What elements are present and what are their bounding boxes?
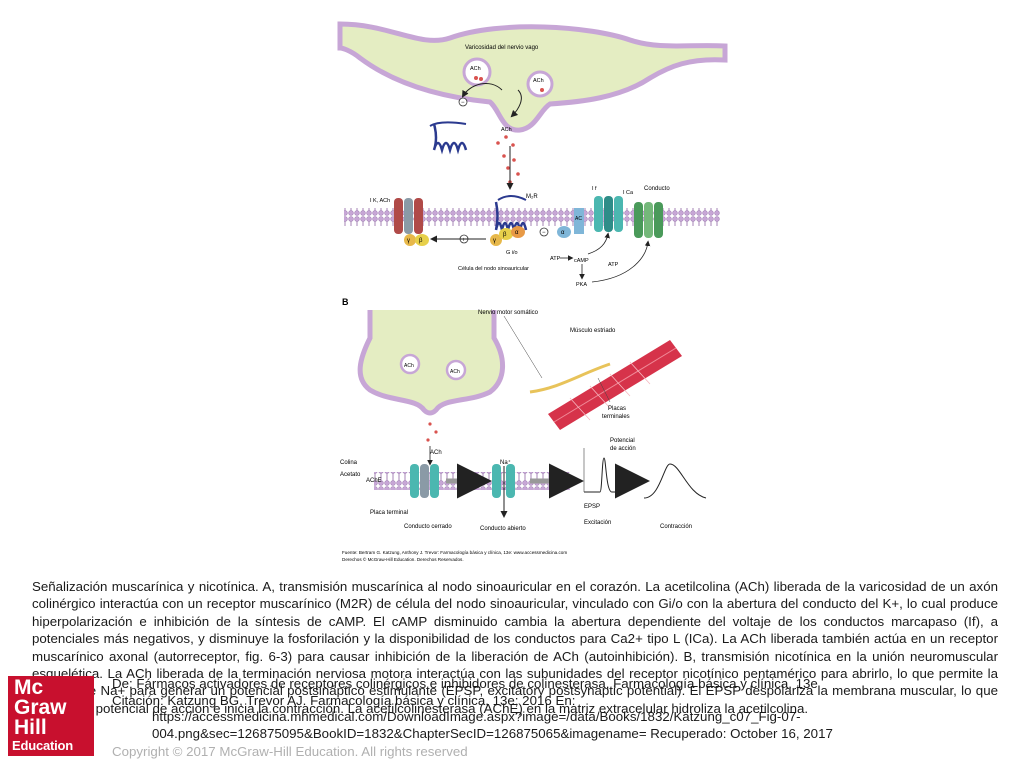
i-kach-label: I K, ACh [370,198,390,204]
plates-leader [597,377,611,403]
svg-text:ACh: ACh [404,363,414,369]
ica-channel [634,202,663,238]
i-f-label: I f [592,186,597,192]
mcgraw-hill-logo: Mc Graw Hill Education [8,676,94,756]
acetate-label: Acetato [340,472,361,478]
pka-ica-arrow [591,240,651,283]
svg-text:ACh: ACh [533,78,544,84]
svg-text:−: − [542,230,546,236]
figure: A Varicosidad del nervio vago ACh ACh AC… [330,18,730,566]
minus-sign-a [539,227,549,237]
svg-text:−: − [461,100,465,106]
feedback-arrow-2 [510,89,522,118]
citation-line-2: Citación: Katzung BG, Trevor AJ. Farmaco… [112,692,576,708]
g-beta-gamma-left: γ β [404,234,429,246]
citation-line-4: 004.png&sec=126875095&BookID=1832&Chapte… [152,725,833,741]
varicosity-label: Varicosidad del nervio vago [465,45,539,51]
action-potential-label-2: de acción [610,446,636,452]
vesicle-1: ACh [462,57,492,87]
released-ach [502,154,520,184]
source-line-1: Fuente: Bertram G. Katzung, Anthony J. T… [342,550,567,555]
cell-label: Célula del nodo sinoauricular [458,266,529,272]
open-channel [492,464,515,498]
svg-text:α: α [515,230,519,236]
ach-b-label: ACh [430,450,442,456]
svg-text:ACh: ACh [501,127,512,133]
ac-label: AC [575,216,582,222]
na-label: Na⁺ [500,459,511,466]
contraction-trace [643,463,707,499]
svg-text:γ: γ [493,238,496,244]
terminal-plate-label: Placa terminal [370,510,408,516]
if-channel [594,196,623,232]
svg-text:β: β [419,238,423,244]
plates-label-2: terminales [602,414,630,420]
pka-label: PKA [576,282,587,288]
muscle-label: Músculo estriado [570,328,616,334]
striated-muscle [529,340,682,430]
camp-if-arrow [587,232,610,255]
citation-line-1: De: Fármacos activadores de receptores c… [112,676,818,691]
logo-line-4: Education [12,738,74,753]
autoreceptor [429,121,468,155]
logo-line-2: Graw [14,696,67,719]
plates-label-1: Placas [608,406,626,412]
panel-b-letter: B [342,297,349,307]
logo-line-1: Mc [14,676,44,699]
inhibition-sign [458,97,468,107]
motor-nerve-terminal [357,310,506,416]
conduct-label: Conducto [644,186,670,192]
contraction-label: Contracción [660,524,692,530]
alpha-subunit [557,226,571,238]
atp-label-2: ATP [608,262,619,268]
atp-label-1: ATP [550,256,561,262]
k-ach-channel [394,198,423,234]
epsp-label: EPSP [584,504,600,510]
choline-label: Colina [340,460,358,466]
adenylyl-cyclase [574,208,584,234]
m2r-label: M₂R [526,194,538,200]
motor-nerve-label: Nervio motor somático [478,310,539,316]
figure-svg: A Varicosidad del nervio vago ACh ACh AC… [337,21,728,562]
feedback-arrow [461,82,503,98]
svg-text:ACh: ACh [450,369,460,375]
figure-caption: Señalización muscarínica y nicotínica. A… [32,579,998,716]
released-ach-b [426,422,438,442]
svg-text:γ: γ [407,238,410,244]
action-potential-label-1: Potencial [610,438,635,444]
vesicle-2: ACh [526,70,554,98]
logo-line-3: Hill [14,716,47,739]
sa-membrane [344,208,720,226]
g-io-label: G i/o [506,250,518,256]
fusing-vesicle: ACh [496,127,515,147]
svg-text:ACh: ACh [470,66,481,72]
closed-channel [410,464,439,498]
source-line-2: Derechos © McGraw-Hill Education. Derech… [342,556,464,562]
citation-block: De: Fármacos activadores de receptores c… [112,676,892,742]
motor-nerve-leader [503,315,543,379]
svg-text:β: β [503,232,507,238]
svg-text:α: α [561,230,565,236]
closed-channel-label: Conducto cerrado [404,524,452,530]
svg-text:+: + [462,238,466,244]
vesicle-b2: ACh [445,359,467,381]
epsp-trace [583,448,622,493]
camp-label: cAMP [574,258,589,264]
excitation-label: Excitación [584,520,611,526]
copyright-text: Copyright © 2017 McGraw-Hill Education. … [112,744,468,759]
citation-line-3[interactable]: https://accessmedicina.mhmedical.com/Dow… [152,709,801,724]
ache-label: AChE [366,478,382,484]
vesicle-b1: ACh [399,353,421,375]
i-ca-label: I Ca [623,190,634,196]
open-channel-label: Conducto abierto [480,526,526,532]
g-protein-io: γ β α [490,226,525,246]
